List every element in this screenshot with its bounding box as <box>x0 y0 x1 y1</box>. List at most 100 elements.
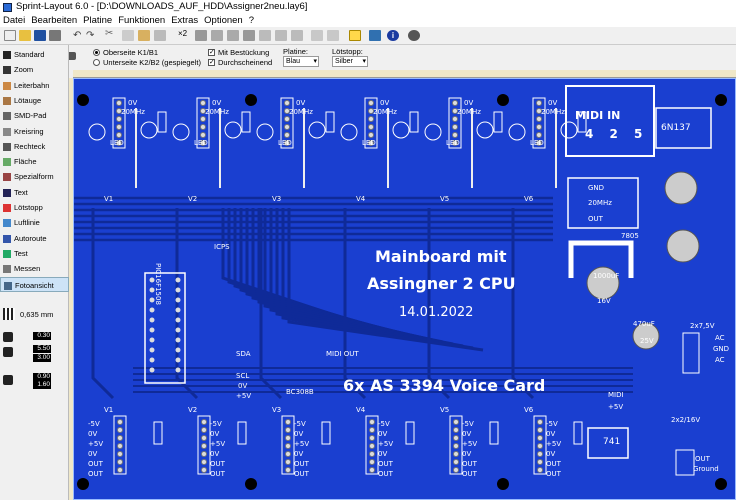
tool-smd-pad[interactable]: SMD-Pad <box>0 108 69 123</box>
bottom-connector-v1: V1 <box>104 406 114 414</box>
pad <box>116 108 122 114</box>
label-bottom-side: Unterseite K2/B2 (gespiegelt) <box>103 58 201 67</box>
undo-icon[interactable]: ↶ <box>73 30 82 41</box>
param-value[interactable]: 0.90 <box>33 373 51 381</box>
tool-fotoansicht[interactable]: Fotoansicht <box>0 276 69 292</box>
pin-label: 0V <box>88 450 98 458</box>
pad <box>368 132 374 138</box>
tool-l-tauge[interactable]: Lötauge <box>0 93 69 108</box>
pad <box>368 124 374 130</box>
pin-label: OUT <box>462 470 477 478</box>
menu-datei[interactable]: Datei <box>3 15 26 26</box>
print-icon[interactable] <box>49 30 61 41</box>
search-icon[interactable] <box>349 30 361 41</box>
grid-size[interactable]: 0,635 mm <box>20 310 54 319</box>
checkbox-bestueckung[interactable]: ✓ <box>208 49 215 56</box>
tool-icon <box>3 173 11 182</box>
mirror-h-icon[interactable] <box>211 30 223 41</box>
smd-size-icon <box>3 375 13 385</box>
ungroup-icon[interactable] <box>275 30 287 41</box>
mounting-hole <box>245 478 257 490</box>
tool-standard[interactable]: Standard <box>0 47 69 62</box>
tool-text[interactable]: Text <box>0 185 69 200</box>
radio-top-side[interactable] <box>93 49 100 56</box>
info-icon[interactable]: i <box>387 30 399 41</box>
mounting-hole <box>77 94 89 106</box>
tool-l-tstopp[interactable]: Lötstopp <box>0 200 69 215</box>
param-value[interactable]: 0.30 <box>33 332 51 340</box>
tool-leiterbahn[interactable]: Leiterbahn <box>0 78 69 93</box>
drc-icon[interactable] <box>327 30 339 41</box>
lock-icon[interactable] <box>291 30 303 41</box>
pad <box>369 435 375 441</box>
pad <box>452 140 458 146</box>
param-value[interactable]: 1.60 <box>33 381 51 389</box>
checkbox-durchscheinend[interactable]: ✓ <box>208 59 215 66</box>
open-folder-icon[interactable] <box>19 30 31 41</box>
top-connector-v5: V5 <box>440 195 450 203</box>
resistor-outline <box>153 421 163 445</box>
align-icon[interactable] <box>243 30 255 41</box>
pad <box>149 337 155 343</box>
save-icon[interactable] <box>34 30 46 41</box>
menu-extras[interactable]: Extras <box>171 15 199 26</box>
ground-label: Ground <box>693 465 719 473</box>
param-value[interactable]: 5.50 <box>33 345 51 353</box>
pcb-board-view[interactable]: Mainboard mit Assingner 2 CPU 14.01.2022… <box>73 78 736 500</box>
grid-icon[interactable] <box>3 308 15 320</box>
pad <box>175 327 181 333</box>
tool-icon <box>3 234 11 243</box>
menu-funktionen[interactable]: Funktionen <box>118 15 166 26</box>
tool-icon <box>3 204 11 212</box>
tool-spezialform[interactable]: Spezialform <box>0 169 69 184</box>
menu-bearbeiten[interactable]: Bearbeiten <box>31 15 78 26</box>
bottom-connector-v5: V5 <box>440 406 450 414</box>
tool-fl-che[interactable]: Fläche <box>0 154 69 169</box>
pad <box>285 419 291 425</box>
menu-optionen[interactable]: Optionen <box>204 15 243 26</box>
new-file-icon[interactable] <box>4 30 16 41</box>
param-value[interactable]: 3.00 <box>33 354 51 362</box>
redo-icon[interactable]: ↷ <box>86 30 95 41</box>
pad <box>368 116 374 122</box>
tool-rechteck[interactable]: Rechteck <box>0 139 69 154</box>
settings-gear-icon[interactable] <box>408 30 420 41</box>
tool-zoom[interactable]: Zoom <box>0 62 69 77</box>
cut-icon[interactable]: ✂ <box>105 28 114 39</box>
sda-label: SDA <box>236 350 251 358</box>
tool-autoroute[interactable]: Autoroute <box>0 231 69 246</box>
tool-icon <box>3 66 11 75</box>
tool-luftlinie[interactable]: Luftlinie <box>0 215 69 230</box>
group-icon[interactable] <box>259 30 271 41</box>
camera-icon[interactable] <box>66 52 76 60</box>
radio-bottom-side[interactable] <box>93 59 100 66</box>
pin-label: 0V <box>378 430 388 438</box>
menu-help[interactable]: ? <box>248 15 255 26</box>
select-platine-color[interactable]: Blau <box>283 56 319 67</box>
pad <box>536 140 542 146</box>
cap-2x2-label: 2x2/16V <box>671 416 701 424</box>
pad <box>116 140 122 146</box>
mirror-v-icon[interactable] <box>227 30 239 41</box>
pin-label: 0V <box>128 99 138 107</box>
tool-messen[interactable]: Messen <box>0 261 69 276</box>
label-durchscheinend: Durchscheinend <box>218 58 273 67</box>
delete-icon[interactable] <box>154 30 166 41</box>
led-outline <box>256 123 274 141</box>
rotate-icon[interactable] <box>195 30 207 41</box>
pad <box>452 116 458 122</box>
duplicate-icon[interactable]: ×2 <box>178 29 188 38</box>
tool-kreisring[interactable]: Kreisring <box>0 124 69 139</box>
tool-label: Test <box>14 248 28 258</box>
hand-icon[interactable] <box>311 30 323 41</box>
select-loetstopp-color[interactable]: Silber <box>332 56 368 67</box>
tool-test[interactable]: Test <box>0 246 69 261</box>
copy-icon[interactable] <box>122 30 134 41</box>
paste-icon[interactable] <box>138 30 150 41</box>
regulator-heatsink <box>568 240 634 278</box>
pad <box>201 419 207 425</box>
component-icon[interactable] <box>369 30 381 41</box>
menu-platine[interactable]: Platine <box>83 15 113 26</box>
ac-gnd-label: GND <box>713 345 730 353</box>
resistor-outline <box>489 421 499 445</box>
